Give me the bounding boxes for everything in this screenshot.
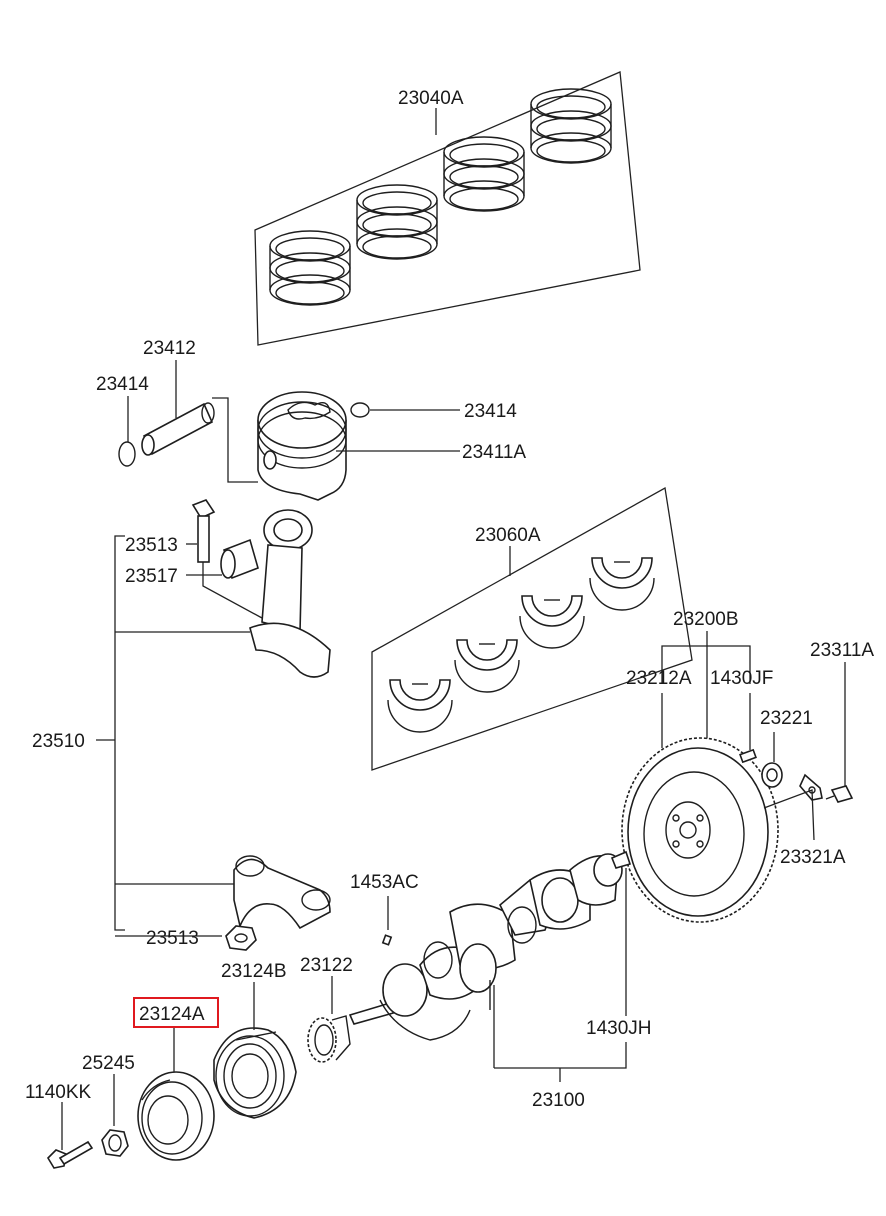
label-1430JF[interactable]: 1430JF — [710, 668, 773, 689]
piston-ring-set-box — [254, 71, 641, 346]
label-23200B[interactable]: 23200B — [673, 609, 739, 630]
flywheel[interactable] — [621, 737, 779, 923]
label-23510[interactable]: 23510 — [32, 731, 85, 752]
label-25245[interactable]: 25245 — [82, 1053, 135, 1074]
crankshaft-pulley-23124A[interactable] — [137, 1071, 215, 1161]
label-23414-right[interactable]: 23414 — [464, 401, 517, 422]
highlight-box-23124A — [133, 997, 219, 1028]
label-23412[interactable]: 23412 — [143, 338, 196, 359]
bolt-1140KK[interactable] — [46, 1140, 94, 1169]
label-23321A[interactable]: 23321A — [780, 847, 846, 868]
label-23122[interactable]: 23122 — [300, 955, 353, 976]
connecting-rod-cap[interactable] — [233, 855, 331, 930]
label-23212A[interactable]: 23212A — [626, 668, 692, 689]
label-1140KK[interactable]: 1140KK — [25, 1082, 92, 1103]
label-23060A[interactable]: 23060A — [475, 525, 541, 546]
label-23221[interactable]: 23221 — [760, 708, 813, 729]
leader-23321A — [763, 789, 815, 841]
piston[interactable] — [257, 391, 347, 501]
rod-cap-nut[interactable] — [225, 925, 257, 951]
connecting-rod-bolt-top[interactable] — [191, 499, 216, 563]
flywheel-bolt[interactable] — [825, 785, 854, 803]
label-23100[interactable]: 23100 — [532, 1090, 585, 1111]
label-23411A[interactable]: 23411A — [462, 442, 526, 463]
piston-pin[interactable] — [141, 402, 215, 456]
crankshaft[interactable] — [348, 850, 632, 1041]
label-23513-bottom[interactable]: 23513 — [146, 928, 199, 949]
bearing-set-box — [371, 486, 693, 771]
small-end-bushing[interactable] — [220, 538, 259, 580]
snap-ring-right[interactable] — [350, 402, 370, 418]
label-23517[interactable]: 23517 — [125, 566, 178, 587]
dowel-pin[interactable] — [739, 748, 757, 764]
bracket-23100 — [494, 1042, 627, 1069]
flywheel-plate[interactable] — [799, 773, 823, 801]
flywheel-bearing[interactable] — [761, 762, 783, 788]
label-23513-top[interactable]: 23513 — [125, 535, 178, 556]
label-23124B[interactable]: 23124B — [221, 961, 287, 982]
label-23124A[interactable]: 23124A — [139, 1004, 205, 1025]
label-1430JH[interactable]: 1430JH — [586, 1018, 652, 1039]
piston-ring-set[interactable] — [269, 88, 612, 306]
label-23040A[interactable]: 23040A — [398, 88, 464, 109]
connecting-rod[interactable] — [249, 509, 331, 678]
washer-25245[interactable] — [101, 1129, 129, 1157]
crankshaft-pulley-23124B[interactable] — [213, 1027, 297, 1119]
snap-ring-left[interactable] — [118, 441, 136, 467]
crankshaft-key[interactable] — [381, 934, 393, 946]
leader-rod — [202, 562, 263, 619]
label-23414-left[interactable]: 23414 — [96, 374, 149, 395]
main-bearing-set[interactable] — [387, 557, 655, 733]
bracket-23200B — [661, 645, 751, 684]
bracket-23510 — [96, 535, 250, 931]
label-1453AC[interactable]: 1453AC — [350, 872, 419, 893]
label-23311A[interactable]: 23311A — [810, 640, 874, 661]
crankshaft-sprocket[interactable] — [307, 1015, 351, 1063]
leader-23412-piston — [212, 397, 258, 483]
